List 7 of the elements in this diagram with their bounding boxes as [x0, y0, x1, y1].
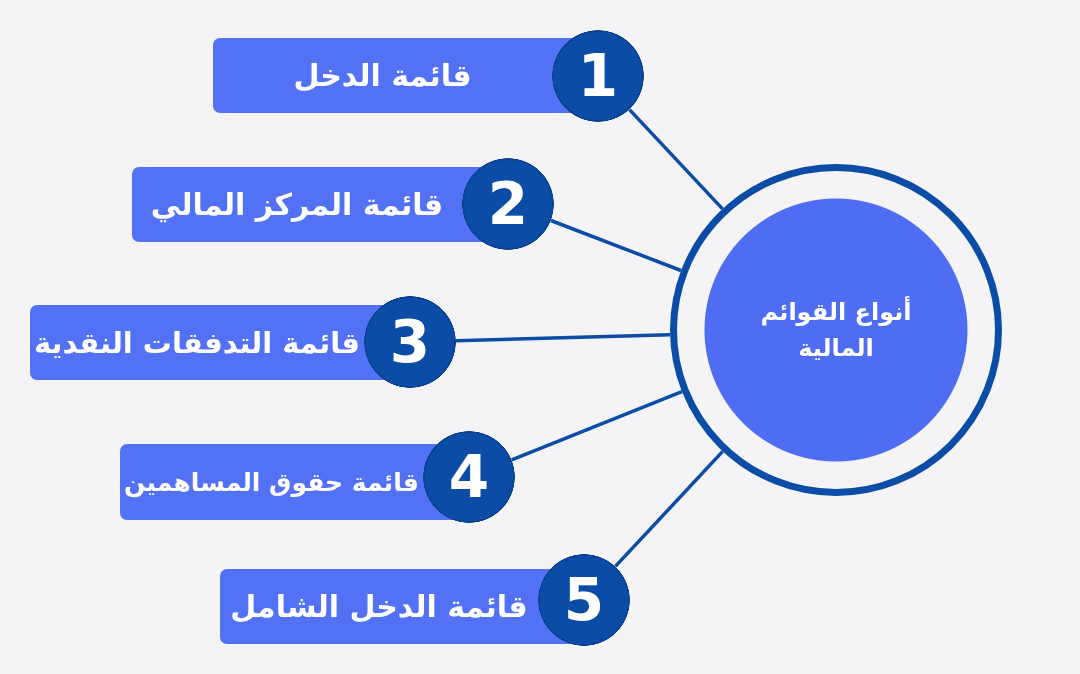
- label-bar: قائمة المركز المالي: [132, 167, 462, 242]
- label-bar: قائمة الدخل: [213, 38, 552, 113]
- label-bar: قائمة الدخل الشامل: [220, 569, 538, 644]
- hub-circle: أنواع القوائم المالية: [670, 164, 1002, 496]
- connector-line: [455, 332, 671, 343]
- label-bar: قائمة التدفقات النقدية: [30, 305, 364, 380]
- label-bar: قائمة حقوق المساهمين: [120, 444, 423, 520]
